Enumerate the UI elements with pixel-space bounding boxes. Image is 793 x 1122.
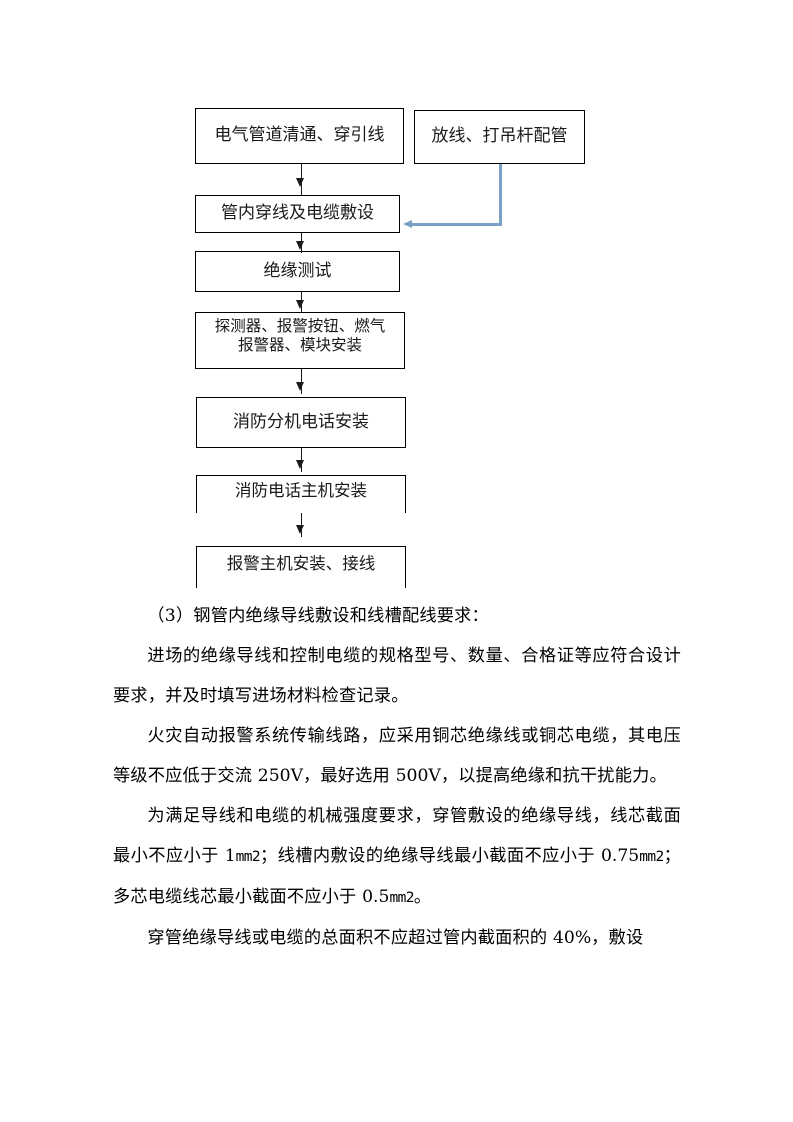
text-run: （3）钢管内绝缘导线敷设和线槽配线要求：	[147, 606, 489, 626]
text-run: 火灾自动报警系统传输线路，应采用铜芯绝缘线或铜芯电缆，其电压等级不应低于交流	[113, 726, 681, 786]
flowchart-box-in-pipe-threading: 管内穿线及电缆敷设	[195, 195, 400, 233]
paragraph-para-materials: 进场的绝缘导线和控制电缆的规格型号、数量、合格证等应符合设计要求，并及时填写进场…	[113, 636, 681, 716]
flowchart-box-line: 消防分机电话安装	[233, 411, 369, 432]
text-run: ；多芯电缆线芯最小截面不应小于	[113, 846, 681, 907]
text-run: 1	[224, 846, 236, 866]
text-run: 为满足导线和电缆的机械强度要求，穿管敷设的绝缘导线，线芯截面最小不应小于	[113, 806, 681, 866]
paragraph-para-cross-section: 为满足导线和电缆的机械强度要求，穿管敷设的绝缘导线，线芯截面最小不应小于 1mm…	[113, 796, 681, 918]
flowchart-arrow-head-icon	[296, 241, 304, 250]
flowchart-arrow-head-icon	[296, 178, 304, 187]
flowchart-box-insulation-test: 绝缘测试	[195, 251, 400, 292]
flowchart-box-fire-extension-phone: 消防分机电话安装	[196, 397, 406, 448]
text-run: ；线槽内敷设的绝缘导线最小截面不应小于	[260, 846, 601, 866]
flowchart-arrow-head-icon	[296, 460, 304, 469]
flowchart-arrow-head-icon	[296, 525, 304, 534]
flowchart-arrow-head-icon	[296, 300, 304, 309]
text-run: 0.75	[600, 846, 640, 866]
flowchart-blue-connector-vertical	[499, 164, 502, 226]
flowchart-arrow-line	[301, 369, 302, 394]
flowchart-blue-connector-horizontal	[412, 223, 502, 226]
text-run: 40%	[552, 928, 592, 948]
text-run: ，最好选用	[302, 766, 396, 786]
text-run: mm2	[389, 890, 414, 906]
text-run: 穿管绝缘导线或电缆的总面积不应超过管内截面积的	[147, 928, 553, 948]
text-run: 0.5	[362, 887, 390, 907]
text-run: ，敷设	[591, 928, 644, 948]
text-run: 250V	[257, 766, 303, 786]
text-run: mm2	[639, 849, 664, 865]
flowchart-blue-arrow-head-icon	[403, 220, 412, 228]
flowchart-box-line: 电气管道清通、穿引线	[214, 125, 385, 146]
text-run: ，以提高绝缘和抗干扰能力。	[440, 766, 667, 786]
flowchart-box-line: 报警器、模块安装	[237, 336, 362, 355]
flowchart-box-detector-install: 探测器、报警按钮、燃气 报警器、模块安装	[195, 312, 405, 369]
document-body-text: （3）钢管内绝缘导线敷设和线槽配线要求： 进场的绝缘导线和控制电缆的规格型号、数…	[113, 596, 681, 958]
text-run: mm2	[235, 849, 261, 865]
flowchart-arrow-head-icon	[296, 382, 304, 391]
text-run: 500V	[395, 766, 441, 786]
flowchart-box-line: 消防电话主机安装	[235, 481, 367, 500]
flowchart-box-cable-laying-rods: 放线、打吊杆配管	[414, 110, 585, 164]
text-run: 进场的绝缘导线和控制电缆的规格型号、数量、合格证等应符合设计要求，并及时填写进场…	[113, 646, 681, 706]
flowchart-box-line: 绝缘测试	[263, 260, 332, 281]
flowchart-box-fire-main-phone: 消防电话主机安装	[196, 475, 406, 513]
flowchart-box-line: 报警主机安装、接线	[226, 554, 376, 573]
paragraph-para-voltage: 火灾自动报警系统传输线路，应采用铜芯绝缘线或铜芯电缆，其电压等级不应低于交流 2…	[113, 716, 681, 796]
flowchart-box-line: 管内穿线及电缆敷设	[221, 203, 374, 224]
flowchart-box-alarm-host-wiring: 报警主机安装、接线	[196, 546, 406, 588]
construction-process-flowchart: 电气管道清通、穿引线 放线、打吊杆配管 管内穿线及电缆敷设 绝缘测试 探测器、报…	[195, 108, 585, 588]
flowchart-box-line: 放线、打吊杆配管	[431, 126, 568, 147]
paragraph-heading-3: （3）钢管内绝缘导线敷设和线槽配线要求：	[113, 596, 681, 636]
paragraph-para-fill-ratio: 穿管绝缘导线或电缆的总面积不应超过管内截面积的 40%，敷设	[113, 918, 681, 958]
flowchart-box-pipe-clearing: 电气管道清通、穿引线	[195, 108, 404, 164]
text-run: 。	[413, 887, 432, 907]
flowchart-box-line: 探测器、报警按钮、燃气	[214, 317, 386, 335]
